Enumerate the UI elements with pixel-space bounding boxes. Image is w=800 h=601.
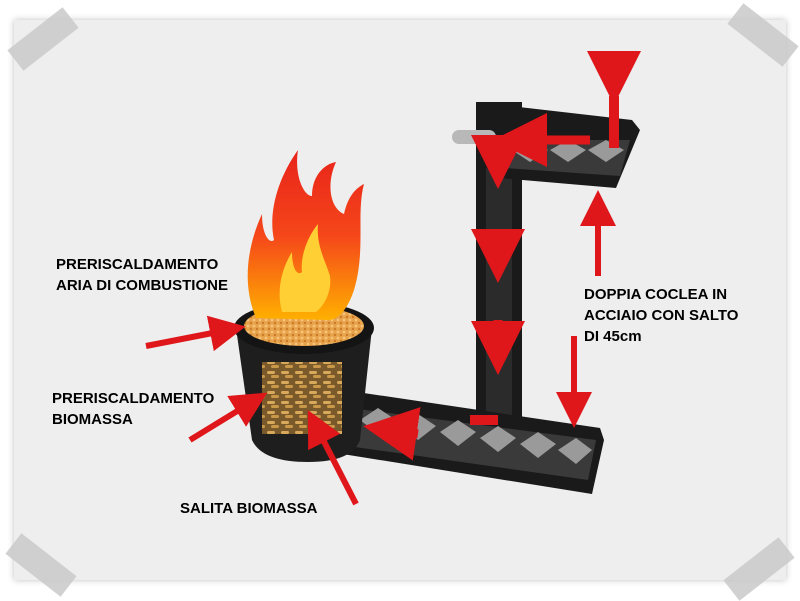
arrow-preheat-air [145, 315, 246, 352]
label-double-auger: DOPPIA COCLEA IN ACCIAIO CON SALTO DI 45… [584, 284, 738, 347]
pointer-arrows [145, 190, 616, 506]
label-preheat-biomass-line2: BIOMASSA [52, 411, 133, 428]
label-preheat-biomass: PRERISCALDAMENTO BIOMASSA [52, 388, 214, 430]
biomass-chamber [262, 362, 342, 434]
flow-arrows [363, 51, 641, 461]
label-preheat-biomass-line1: PRERISCALDAMENTO [52, 390, 215, 407]
label-preheat-air-line1: PRERISCALDAMENTO [56, 256, 219, 273]
photo-card [14, 20, 786, 580]
label-double-auger-line2: ACCIAIO CON SALTO [584, 307, 739, 324]
label-double-auger-line1: DOPPIA COCLEA IN [584, 286, 728, 303]
flame-icon [247, 150, 364, 320]
label-preheat-air-line2: ARIA DI COMBUSTIONE [56, 277, 228, 294]
arrow-biomass-rise [307, 409, 359, 506]
arrow-lower-auger [363, 407, 421, 461]
label-preheat-air: PRERISCALDAMENTO ARIA DI COMBUSTIONE [56, 254, 228, 296]
label-biomass-rise: SALITA BIOMASSA [180, 500, 318, 517]
arrow-preheat-biomass [188, 392, 268, 443]
lower-auger-tube [330, 388, 604, 494]
label-double-auger-line3: DI 45cm [584, 328, 642, 345]
burner-pot [234, 302, 374, 462]
drive-shaft [452, 130, 496, 144]
